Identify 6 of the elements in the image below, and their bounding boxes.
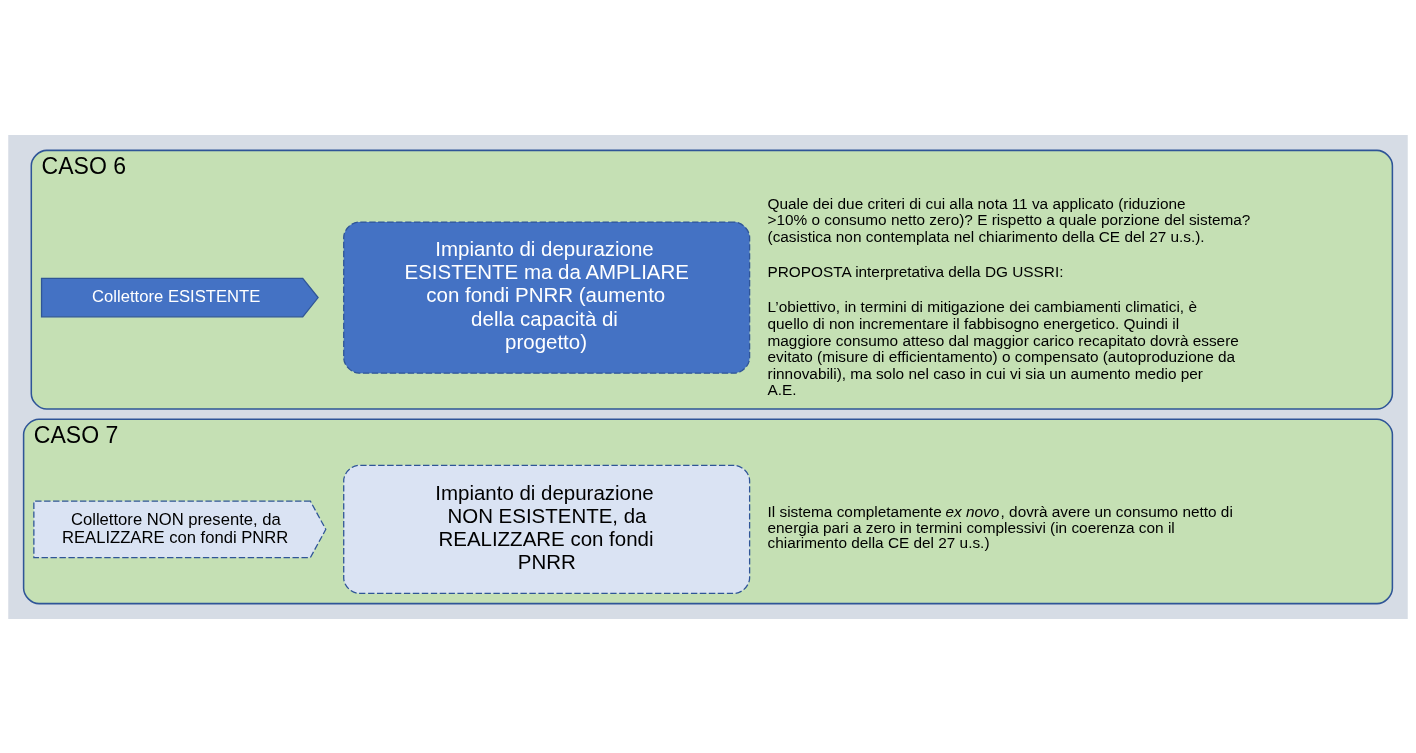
node-label: Il sistema completamente ex novo, dovrà avere un consumo netto di energia pari a zero in termini complessivi (in coerenza con il chiarimento della CE del 27 u.s.) — [767, 502, 1233, 551]
node-label: Quale dei due criteri di cui alla nota 11 va applicato (riduzione >10% o consumo netto zero)? E rispetto a quale porzione del sistema? (casistica non contemplata nel chiarimento della CE del 27 u.s.). — [767, 194, 1251, 245]
node-box: Impianto di depurazione NON ESISTENTE, da REALIZZARE con fondi PNRR — [343, 464, 751, 594]
node-label: PROPOSTA interpretativa della DG USSRI: — [767, 262, 1064, 280]
node-label: L’obiettivo, in termini di mitigazione dei cambiamenti climatici, è quello di non incrementare il fabbisogno energetico. Quindi il maggiore consumo atteso dal maggior carico recapitato dovrà essere evitato (misure di efficientamento) o compensato (autoproduzione da rinnovabili), ma solo nel caso in cui vi sia un aumento medio per A.E. — [767, 297, 1239, 398]
node-box: Impianto di depurazione ESISTENTE ma da AMPLIARE con fondi PNRR (aumento della capacità di progetto) — [343, 220, 751, 374]
